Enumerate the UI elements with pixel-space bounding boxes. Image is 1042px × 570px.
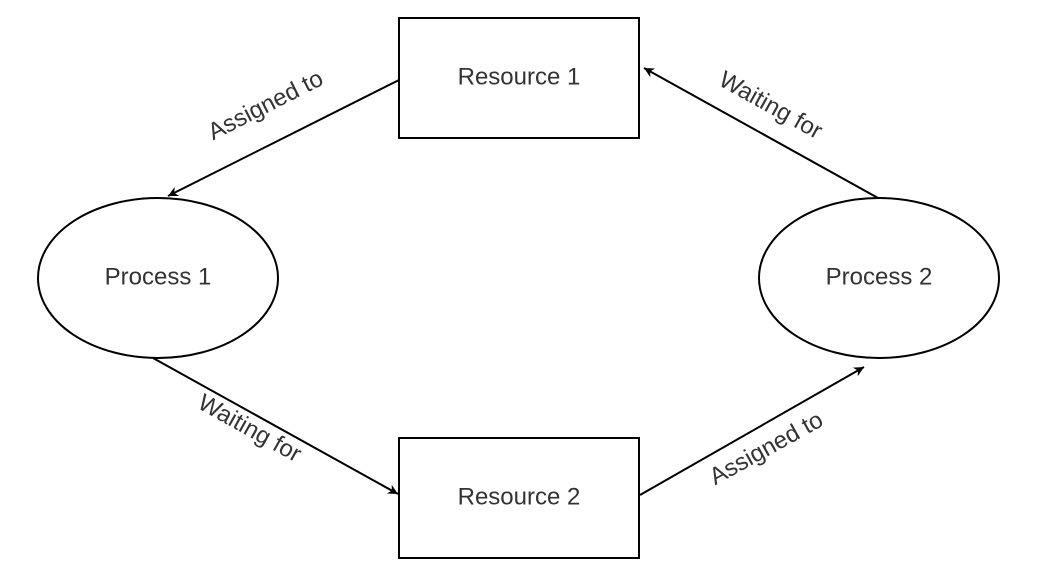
node-process-1: Process 1: [37, 197, 279, 359]
edge-resource1-to-process1: Assigned to: [167, 65, 400, 197]
node-resource-2: Resource 2: [398, 437, 640, 559]
edge-process2-to-resource1: Waiting for: [643, 66, 879, 199]
process-1-label: Process 1: [105, 263, 212, 290]
edge-line: [152, 357, 399, 495]
edge-line: [639, 366, 865, 496]
edge-line: [167, 79, 400, 197]
edge-line: [643, 67, 879, 199]
process-2-label: Process 2: [826, 263, 933, 290]
node-resource-1: Resource 1: [398, 17, 640, 139]
edge-label-assigned-to-1: Assigned to: [204, 65, 328, 146]
edge-resource2-to-process2: Assigned to: [639, 366, 865, 496]
edge-label-waiting-for-2: Waiting for: [193, 389, 306, 468]
edge-process1-to-resource2: Waiting for: [152, 357, 399, 495]
edge-label-waiting-for-1: Waiting for: [714, 66, 827, 145]
process-2-ellipse: [758, 197, 1000, 359]
resource-2-box: [398, 437, 640, 559]
resource-1-box: [398, 17, 640, 139]
node-process-2: Process 2: [758, 197, 1000, 359]
process-1-ellipse: [37, 197, 279, 359]
resource-1-label: Resource 1: [458, 63, 581, 90]
resource-2-label: Resource 2: [458, 483, 581, 510]
